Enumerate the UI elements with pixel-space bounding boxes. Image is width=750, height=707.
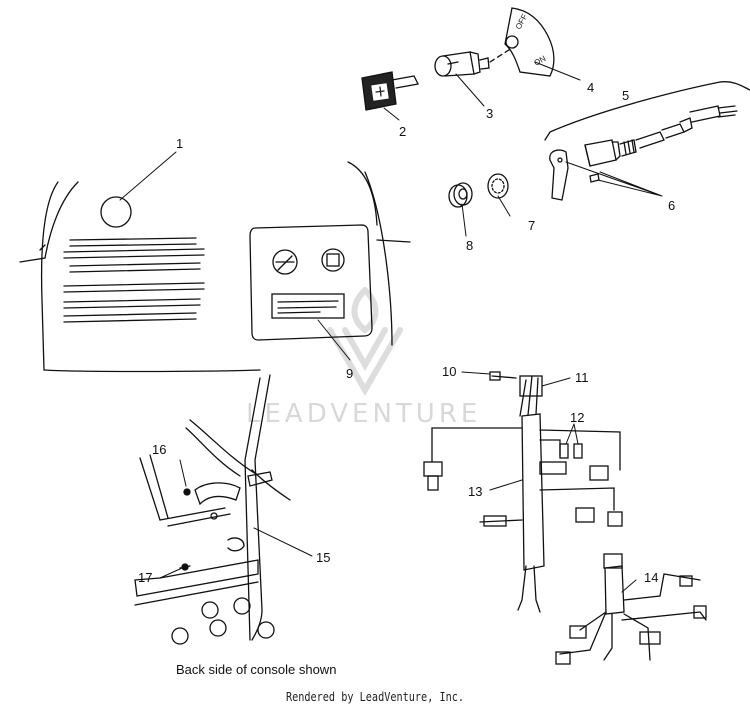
callout-4: 4 (587, 80, 594, 95)
callout-10: 10 (442, 364, 456, 379)
callout-17: 17 (138, 570, 152, 585)
callout-6: 6 (668, 198, 675, 213)
watermark-text: LEADVENTURE (246, 399, 481, 429)
callout-3: 3 (486, 106, 493, 121)
console-panel (19, 161, 411, 373)
callout-13: 13 (468, 484, 482, 499)
callout-11: 11 (575, 370, 589, 385)
callout-2: 2 (399, 124, 406, 139)
render-credit: Rendered by LeadVenture, Inc. (285, 690, 465, 704)
key-fob (361, 71, 419, 111)
lock-nut (448, 182, 473, 208)
switch-assembly (544, 81, 750, 201)
callout-1: 1 (176, 136, 183, 151)
watermark-logo (327, 287, 403, 396)
callout-16: 16 (152, 442, 166, 457)
callout-12: 12 (570, 410, 584, 425)
callout-7: 7 (528, 218, 535, 233)
wiring-harness-secondary (555, 553, 707, 665)
dash-panel (249, 224, 373, 341)
leader-lines (119, 61, 663, 593)
callout-8: 8 (466, 238, 473, 253)
callout-15: 15 (316, 550, 330, 565)
ignition-switch (434, 47, 513, 77)
callout-9: 9 (346, 366, 353, 381)
callout-5: 5 (622, 88, 629, 103)
callout-14: 14 (644, 570, 658, 585)
wiring-harness-main (423, 371, 623, 613)
star-washer (487, 173, 509, 199)
diagram-caption: Back side of console shown (176, 662, 337, 677)
switch-plate (504, 7, 555, 77)
console-back (134, 374, 291, 645)
